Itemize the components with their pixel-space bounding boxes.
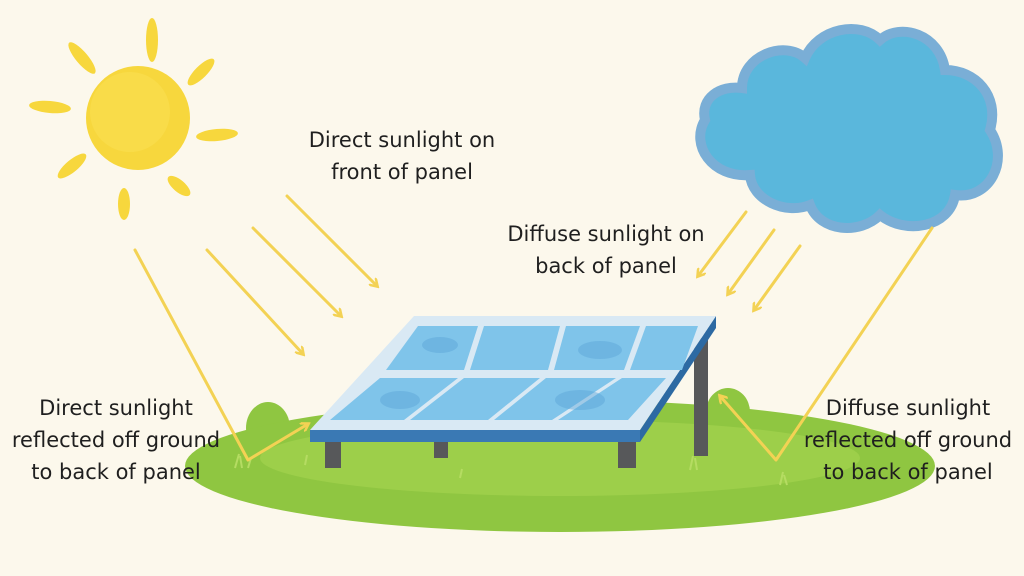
solar-panel [310, 316, 716, 468]
direct-sunlight-arrows [205, 194, 377, 354]
label-line: Direct sunlight on [308, 128, 496, 152]
label-line: Diffuse sunlight [825, 396, 991, 420]
label-line: back of panel [535, 254, 677, 278]
cloud-icon [695, 24, 1003, 233]
direct-reflected-arrow [133, 248, 308, 462]
label-line: reflected off ground [11, 428, 221, 452]
diffuse-reflected-arrow [720, 226, 934, 462]
panel-post-front-right [618, 436, 636, 468]
label-diffuse-sunlight-reflected: Diffuse sunlight reflected off ground to… [792, 392, 1024, 488]
panel-edge [310, 430, 640, 442]
panel-cells [330, 326, 698, 420]
label-line: reflected off ground [803, 428, 1013, 452]
panel-post-front-left [325, 436, 341, 468]
label-line: front of panel [331, 160, 473, 184]
sun-icon [29, 18, 238, 220]
label-line: to back of panel [31, 460, 201, 484]
label-direct-sunlight-front: Direct sunlight on front of panel [282, 124, 522, 188]
diffuse-sunlight-arrows [698, 210, 802, 310]
label-line: Diffuse sunlight on [507, 222, 705, 246]
panel-post-back [694, 338, 708, 456]
label-line: to back of panel [823, 460, 993, 484]
label-diffuse-sunlight-back: Diffuse sunlight on back of panel [488, 218, 724, 282]
label-direct-sunlight-reflected: Direct sunlight reflected off ground to … [0, 392, 232, 488]
label-line: Direct sunlight [39, 396, 193, 420]
sun-rays [29, 18, 238, 220]
